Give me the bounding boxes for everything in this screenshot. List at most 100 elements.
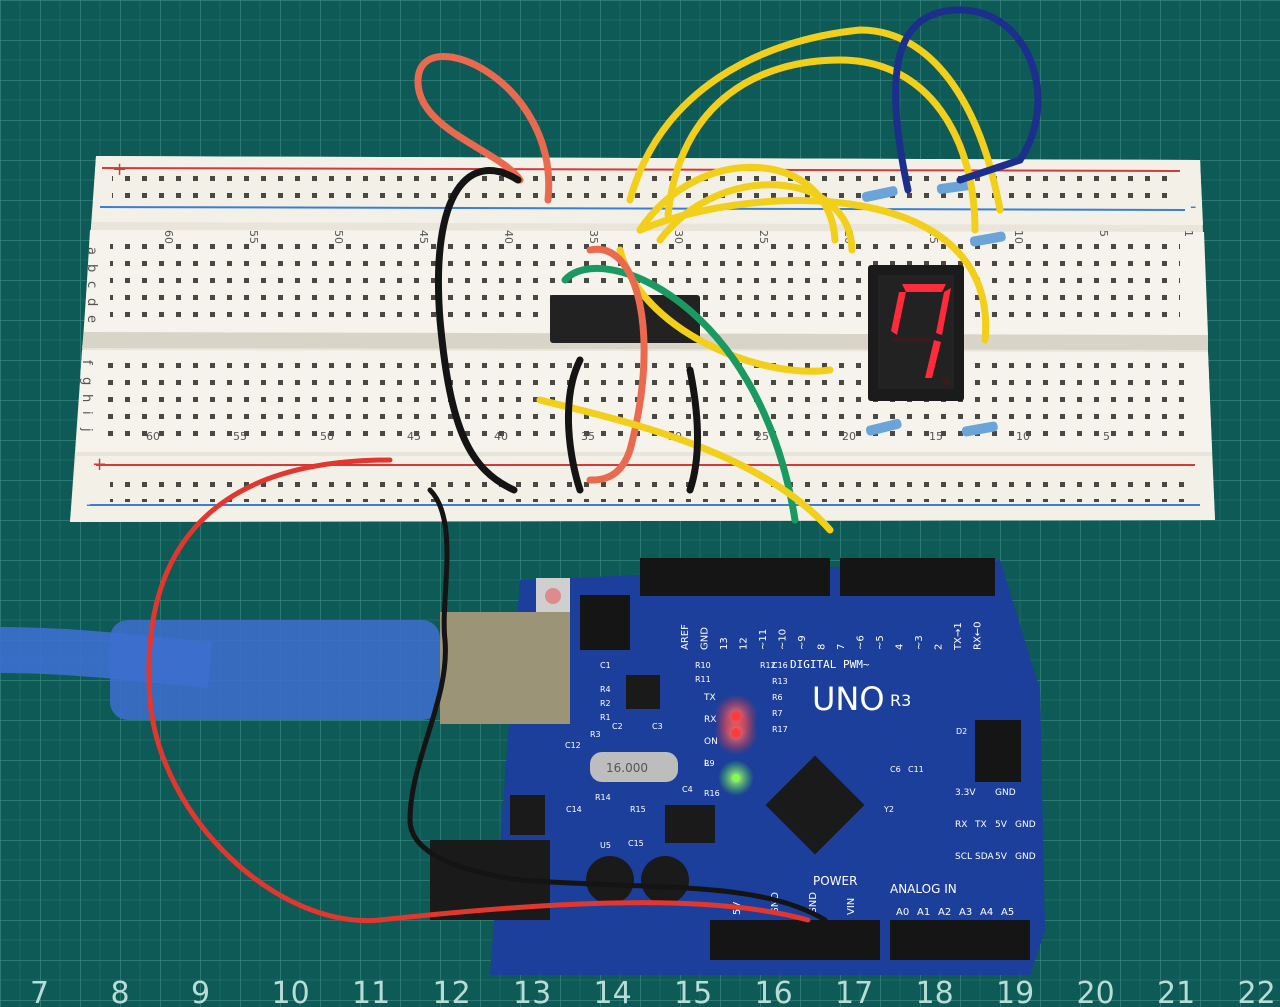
component-label: C3 xyxy=(652,722,663,731)
digital-label: DIGITAL PWM~ xyxy=(790,658,870,671)
digit-segments xyxy=(890,284,951,378)
component-label: C15 xyxy=(628,839,644,848)
ruler-number: 18 xyxy=(916,976,954,1007)
component-label: R9 xyxy=(704,759,715,768)
power-pin-label: VIN xyxy=(846,898,857,915)
resistor xyxy=(969,231,1006,247)
digital-pin-label: 12 xyxy=(739,637,750,650)
analog-pin-label: A3 xyxy=(959,907,972,918)
digital-pin-label: ~9 xyxy=(797,635,808,650)
wire-black-power xyxy=(407,487,828,923)
wire-green xyxy=(561,264,799,524)
ruler-number: 7 xyxy=(30,976,49,1007)
column-number: 10 xyxy=(1016,430,1030,443)
segment-b xyxy=(936,288,951,335)
usb-chip xyxy=(626,675,660,709)
component-label: R10 xyxy=(695,661,711,670)
led-label: ON xyxy=(704,737,718,747)
header-label: 5V xyxy=(995,852,1008,862)
digital-header-right xyxy=(840,558,995,596)
rail-minus-top: - xyxy=(1190,196,1197,217)
component-label: R14 xyxy=(595,793,611,802)
wire-black-right xyxy=(686,366,701,494)
component-label: Y2 xyxy=(883,805,894,814)
rail-plus-top: + xyxy=(112,159,127,180)
row-letter: i xyxy=(79,411,94,415)
crystal-label: 16.000 xyxy=(606,761,648,775)
analog-pin-label: A5 xyxy=(1001,907,1014,918)
power-pin-label: GND xyxy=(770,892,781,915)
digital-pin-label: 2 xyxy=(934,644,945,650)
column-number: 25 xyxy=(755,430,769,443)
component-label: R1 xyxy=(600,713,611,722)
analog-pin-label: A2 xyxy=(938,907,951,918)
seven-segment-display: 7 xyxy=(868,254,964,401)
ruler-number: 22 xyxy=(1238,976,1276,1007)
wire-black-left xyxy=(435,167,522,494)
power-label: POWER xyxy=(813,874,857,888)
ruler-number: 10 xyxy=(272,976,310,1007)
top-rail-holes xyxy=(112,175,1172,205)
decimal-point xyxy=(942,377,950,385)
column-number: 45 xyxy=(407,430,421,443)
wire-yellow-3 xyxy=(636,163,839,244)
wire-yellow-7 xyxy=(536,396,834,534)
rail-minus-bottom: - xyxy=(86,494,93,515)
resistors xyxy=(861,180,1006,437)
digital-pin-label: ~11 xyxy=(758,629,769,650)
component-label: C11 xyxy=(908,765,924,774)
component-label: R13 xyxy=(772,677,788,686)
digital-pin-label: RX←0 xyxy=(973,621,984,650)
column-number: 15 xyxy=(929,430,943,443)
row-letter: j xyxy=(79,427,94,432)
column-number: 60 xyxy=(146,430,160,443)
ruler-number: 21 xyxy=(1157,976,1195,1007)
usb-plug-sleeve xyxy=(110,620,440,720)
digital-header-left xyxy=(640,558,830,596)
digital-pin-label: 13 xyxy=(719,637,730,650)
reset-button[interactable] xyxy=(545,588,561,604)
column-number: 50 xyxy=(320,430,334,443)
analog-pin-label: A4 xyxy=(980,907,993,918)
component-label: R3 xyxy=(590,730,601,739)
row-letter: h xyxy=(79,394,94,402)
ruler-number: 16 xyxy=(755,976,793,1007)
resistor xyxy=(861,186,898,202)
ruler-number: 20 xyxy=(1077,976,1115,1007)
capacitor-2 xyxy=(641,856,689,904)
segment-a xyxy=(902,284,946,292)
icsp-header xyxy=(975,720,1021,782)
analog-label: ANALOG IN xyxy=(890,882,957,896)
header-label: SDA xyxy=(975,852,994,862)
top-minus-line xyxy=(99,206,1186,211)
component-label: U5 xyxy=(600,841,611,850)
led-label: RX xyxy=(704,715,716,725)
voltage-regulator xyxy=(510,795,545,835)
ruler-number: 17 xyxy=(835,976,873,1007)
component-label: C12 xyxy=(565,741,581,750)
ruler-number: 19 xyxy=(996,976,1034,1007)
component-label: C16 xyxy=(772,661,788,670)
header-label: GND xyxy=(1015,820,1036,830)
segment-g-off xyxy=(890,337,935,342)
ruler-number: 15 xyxy=(674,976,712,1007)
analog-pin-label: A1 xyxy=(917,907,930,918)
ruler-number: 12 xyxy=(433,976,471,1007)
column-number: 35 xyxy=(587,230,600,244)
on-led xyxy=(731,728,741,738)
column-number: 5 xyxy=(1097,230,1110,237)
component-label: C1 xyxy=(600,661,611,670)
arduino-uno-board: 16.000 UNO R3 DIGITAL PWM~ POWER ANALOG … xyxy=(430,558,1045,975)
row-letter: g xyxy=(79,377,94,385)
component-label: R6 xyxy=(772,693,783,702)
row-letter: d xyxy=(84,298,99,306)
component-label: R16 xyxy=(704,789,720,798)
component-label: C4 xyxy=(682,785,693,794)
digital-pin-label: 4 xyxy=(895,644,906,650)
rail-plus-bottom: + xyxy=(92,454,107,475)
rx-led xyxy=(731,711,741,721)
digital-pin-label: AREF xyxy=(680,624,691,650)
